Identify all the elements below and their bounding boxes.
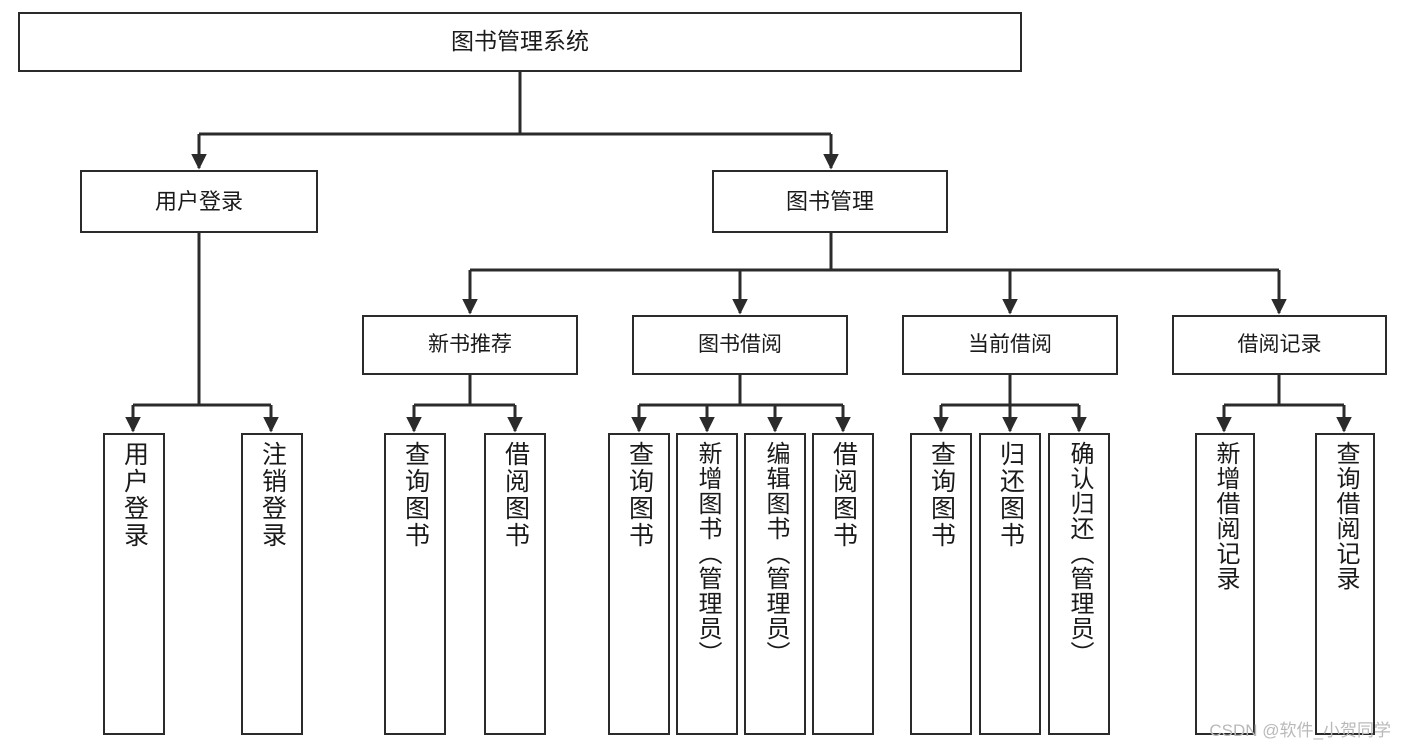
leaf-book-borrow-borrow-book[interactable]: 借阅图书 — [812, 433, 874, 735]
leaf-new-book-query-book[interactable]: 查询图书 — [384, 433, 446, 735]
leaf-borrow-record-query-record[interactable]: 查询借阅记录 — [1315, 433, 1375, 735]
node-label: 查询图书 — [625, 441, 654, 549]
node-label: 借阅记录 — [1237, 332, 1322, 356]
leaf-user-login-logout[interactable]: 注销登录 — [241, 433, 303, 735]
node-label: 查询图书 — [927, 441, 956, 549]
leaf-current-borrow-confirm-return-admin[interactable]: 确认归还（管理员） — [1048, 433, 1110, 735]
node-label: 当前借阅 — [968, 332, 1052, 356]
node-new-book-recommend[interactable]: 新书推荐 — [362, 315, 578, 375]
node-label: 用户登录 — [120, 441, 149, 549]
node-label: 归还图书 — [996, 441, 1025, 549]
node-borrow-record[interactable]: 借阅记录 — [1172, 315, 1387, 375]
node-user-login[interactable]: 用户登录 — [80, 170, 318, 233]
leaf-borrow-record-add-record[interactable]: 新增借阅记录 — [1195, 433, 1255, 735]
node-book-management[interactable]: 图书管理 — [712, 170, 948, 233]
node-label: 确认归还（管理员） — [1066, 441, 1093, 666]
leaf-book-borrow-add-book-admin[interactable]: 新增图书（管理员） — [676, 433, 738, 735]
node-label: 图书管理 — [785, 188, 874, 214]
node-book-borrow[interactable]: 图书借阅 — [632, 315, 848, 375]
leaf-new-book-borrow-book[interactable]: 借阅图书 — [484, 433, 546, 735]
node-label: 新增借阅记录 — [1212, 441, 1239, 591]
leaf-current-borrow-return-book[interactable]: 归还图书 — [979, 433, 1041, 735]
leaf-current-borrow-query-book[interactable]: 查询图书 — [910, 433, 972, 735]
leaf-book-borrow-query-book[interactable]: 查询图书 — [608, 433, 670, 735]
node-label: 编辑图书（管理员） — [762, 441, 789, 666]
csdn-watermark: CSDN @软件_小贺同学 — [1209, 721, 1391, 740]
leaf-book-borrow-edit-book-admin[interactable]: 编辑图书（管理员） — [744, 433, 806, 735]
node-label: 借阅图书 — [501, 441, 530, 549]
node-label: 图书管理系统 — [451, 28, 589, 55]
node-current-borrow[interactable]: 当前借阅 — [902, 315, 1118, 375]
node-label: 用户登录 — [154, 188, 243, 214]
leaf-user-login-login[interactable]: 用户登录 — [103, 433, 165, 735]
node-label: 注销登录 — [258, 441, 287, 549]
node-label: 借阅图书 — [829, 441, 858, 549]
node-label: 查询图书 — [401, 441, 430, 549]
node-root-book-management-system[interactable]: 图书管理系统 — [18, 12, 1022, 72]
node-label: 新书推荐 — [428, 332, 512, 356]
node-label: 新增图书（管理员） — [694, 441, 721, 666]
node-label: 图书借阅 — [698, 332, 782, 356]
node-label: 查询借阅记录 — [1332, 441, 1359, 591]
